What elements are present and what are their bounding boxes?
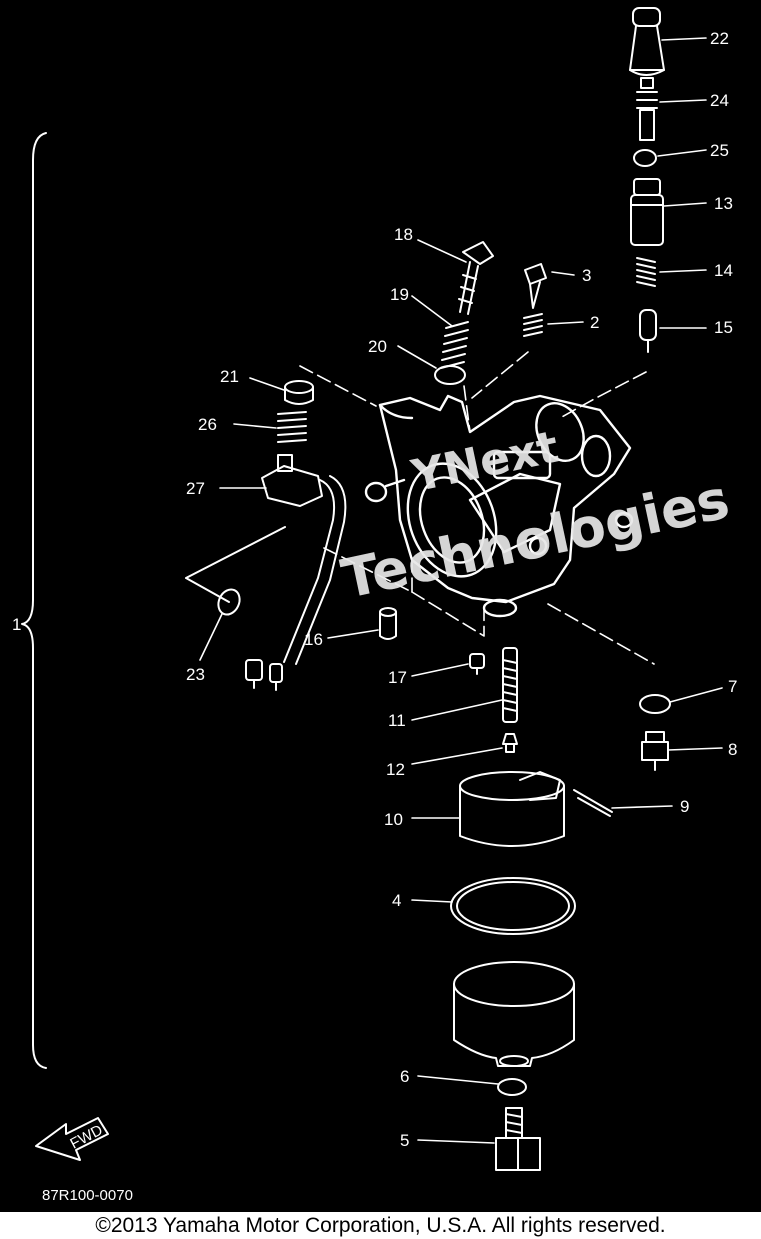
label-part-14: 14 (714, 261, 733, 280)
label-part-13: 13 (714, 194, 733, 213)
part-16-screw (379, 607, 397, 640)
label-part-3: 3 (582, 266, 591, 285)
part-14-spring (636, 257, 656, 287)
label-part-17: 17 (388, 668, 407, 687)
label-part-1: 1 (12, 615, 21, 634)
label-part-10: 10 (384, 810, 403, 829)
part-9-pin (573, 789, 613, 817)
label-part-25: 25 (710, 141, 729, 160)
label-part-27: 27 (186, 479, 205, 498)
label-part-21: 21 (220, 367, 239, 386)
part-number-labels: 1 2 3 4 5 6 7 8 9 10 11 12 13 14 15 16 1… (12, 29, 737, 1150)
float-bowl (453, 961, 575, 1067)
label-part-7: 7 (728, 677, 737, 696)
label-part-24: 24 (710, 91, 729, 110)
label-part-23: 23 (186, 665, 205, 684)
part-20-washer (434, 365, 466, 385)
part-26-spring (277, 411, 307, 443)
watermark-line-2: Technologies (336, 467, 734, 611)
label-part-22: 22 (710, 29, 729, 48)
drawing-code: 87R100-0070 (42, 1187, 133, 1204)
part-5-drain-bolt (495, 1107, 541, 1171)
part-4-gasket (450, 877, 576, 935)
carburetor-exploded-diagram: FWD 1 2 3 4 5 6 7 8 9 10 11 12 13 14 15 … (12, 7, 738, 1204)
assembly-bracket (21, 132, 47, 1069)
part-24-screw (636, 77, 658, 141)
label-part-26: 26 (198, 415, 217, 434)
fwd-arrow (35, 1117, 109, 1161)
part-19-spring (440, 321, 469, 369)
label-part-12: 12 (386, 760, 405, 779)
label-part-20: 20 (368, 337, 387, 356)
label-part-2: 2 (590, 313, 599, 332)
part-6-washer (497, 1078, 527, 1096)
copyright-footer: ©2013 Yamaha Motor Corporation, U.S.A. A… (0, 1212, 761, 1239)
part-15-plunger (639, 309, 657, 353)
carburetor-body (364, 394, 634, 618)
leader-lines (199, 37, 723, 1144)
leader-23 (185, 526, 286, 603)
label-part-6: 6 (400, 1067, 409, 1086)
label-part-8: 8 (728, 740, 737, 759)
part-22-cap (629, 7, 665, 76)
label-part-18: 18 (394, 225, 413, 244)
assembly-guides (299, 351, 655, 665)
part-11-needle-jet (502, 647, 518, 723)
label-part-4: 4 (392, 891, 401, 910)
part-12-main-jet (502, 733, 518, 753)
fwd-mark: FWD (67, 1122, 105, 1153)
label-part-16: 16 (304, 630, 323, 649)
part-18-screw (458, 241, 494, 315)
part-3-screw (524, 263, 547, 309)
part-7-washer (639, 694, 671, 714)
label-part-5: 5 (400, 1131, 409, 1150)
label-part-11: 11 (388, 711, 406, 730)
part-21-cap (284, 380, 314, 405)
part-25-washer (633, 149, 657, 167)
part-27-starter (245, 454, 347, 691)
part-2-spring (523, 313, 543, 337)
part-17-jet (469, 653, 485, 675)
label-part-15: 15 (714, 318, 733, 337)
part-10-float (459, 771, 565, 847)
label-part-9: 9 (680, 797, 689, 816)
part-13-nut (630, 178, 664, 246)
part-8-valve (641, 731, 669, 771)
label-part-19: 19 (390, 285, 409, 304)
